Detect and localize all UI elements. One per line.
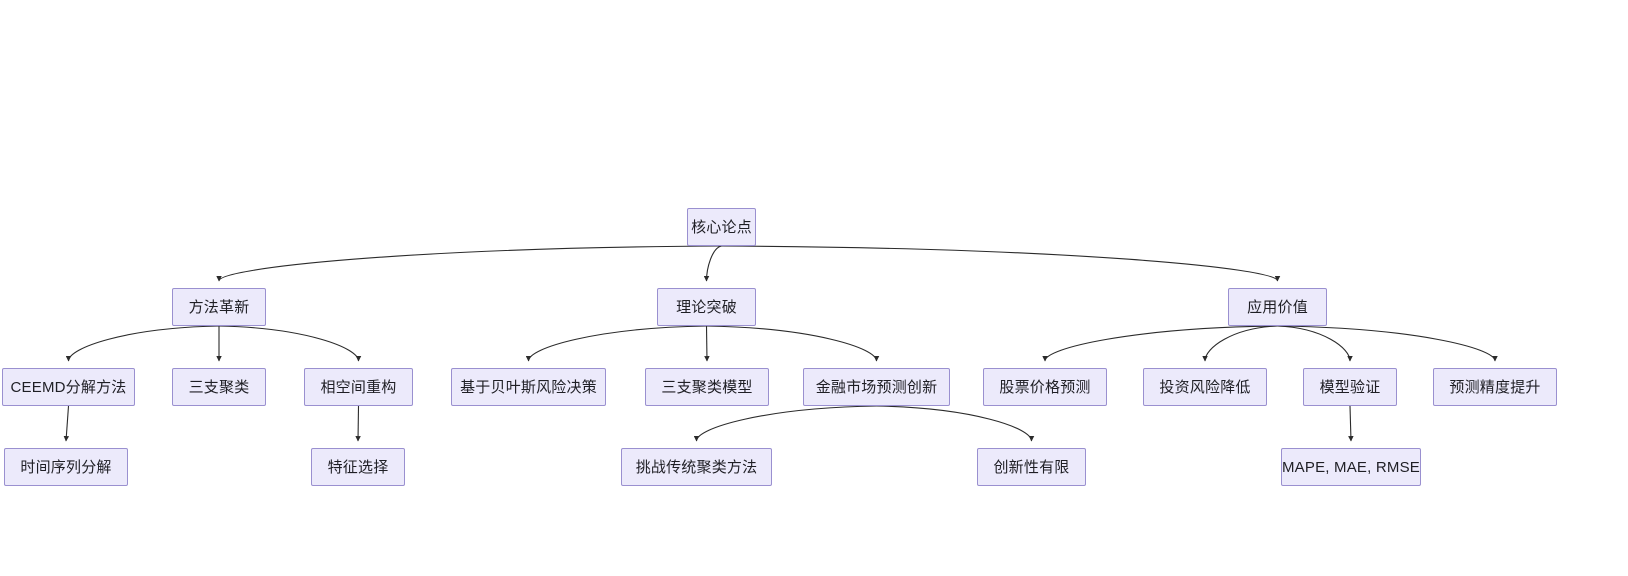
mindmap-node-label: 挑战传统聚类方法: [635, 458, 758, 476]
mindmap-node-l4a3[interactable]: 特征选择: [311, 448, 405, 486]
mindmap-node-l3c4[interactable]: 预测精度提升: [1433, 368, 1557, 406]
mindmap-node-l2b[interactable]: 理论突破: [657, 288, 756, 326]
edge-l2c-to-l3c1: [1042, 325, 1278, 362]
mindmap-node-label: 股票价格预测: [999, 378, 1091, 396]
mindmap-node-label: 方法革新: [188, 298, 250, 316]
edge-l2b-to-l3b1: [525, 325, 707, 362]
edge-l2a-to-l3a1: [65, 325, 220, 362]
mindmap-node-label: 预测精度提升: [1449, 378, 1541, 396]
mindmap-node-root[interactable]: 核心论点: [687, 208, 756, 246]
edge-l2b-to-l3b3: [706, 325, 880, 362]
mindmap-node-l4b3b[interactable]: 创新性有限: [977, 448, 1086, 486]
mindmap-node-l4c3[interactable]: MAPE, MAE, RMSE: [1281, 448, 1421, 486]
mindmap-node-label: 时间序列分解: [20, 458, 112, 476]
mindmap-node-l3c2[interactable]: 投资风险降低: [1143, 368, 1267, 406]
mindmap-node-l4a1[interactable]: 时间序列分解: [4, 448, 128, 486]
mindmap-node-label: 特征选择: [327, 458, 389, 476]
mindmap-node-label: MAPE, MAE, RMSE: [1281, 458, 1421, 476]
mindmap-node-label: 创新性有限: [993, 458, 1070, 476]
mindmap-node-label: 理论突破: [676, 298, 737, 316]
edge-l3a3-to-l4a3: [355, 405, 361, 442]
mindmap-node-l3a2[interactable]: 三支聚类: [172, 368, 266, 406]
mindmap-node-l3c1[interactable]: 股票价格预测: [983, 368, 1107, 406]
edge-l2c-to-l3c3: [1277, 325, 1353, 362]
edge-l3b3-to-l4b3a: [693, 405, 877, 442]
mindmap-node-l2a[interactable]: 方法革新: [172, 288, 266, 326]
mindmap-node-label: 核心论点: [691, 218, 752, 236]
mindmap-node-label: 三支聚类模型: [661, 378, 753, 396]
mindmap-node-label: 金融市场预测创新: [815, 378, 938, 396]
edge-l3c3-to-l4c3: [1348, 405, 1354, 442]
mindmap-node-label: 基于贝叶斯风险决策: [460, 378, 597, 396]
mindmap-node-label: 三支聚类: [188, 378, 250, 396]
mindmap-node-l2c[interactable]: 应用价值: [1228, 288, 1327, 326]
edge-l3a1-to-l4a1: [63, 405, 70, 442]
mindmap-node-l3b2[interactable]: 三支聚类模型: [645, 368, 769, 406]
edge-l3b3-to-l4b3b: [876, 405, 1035, 442]
mindmap-node-label: 应用价值: [1247, 298, 1308, 316]
edge-l2c-to-l3c2: [1202, 325, 1278, 362]
mindmap-node-l3b1[interactable]: 基于贝叶斯风险决策: [451, 368, 606, 406]
mindmap-node-label: 投资风险降低: [1159, 378, 1251, 396]
mindmap-node-l4b3a[interactable]: 挑战传统聚类方法: [621, 448, 772, 486]
edge-root-to-l2a: [216, 245, 722, 282]
mindmap-node-l3a3[interactable]: 相空间重构: [304, 368, 413, 406]
edge-l2a-to-l3a3: [218, 325, 362, 362]
mindmap-node-l3b3[interactable]: 金融市场预测创新: [803, 368, 950, 406]
edge-l2b-to-l3b2: [704, 325, 710, 362]
edge-l2c-to-l3c4: [1277, 325, 1498, 362]
edge-root-to-l2c: [721, 245, 1281, 282]
edge-root-to-l2b: [703, 245, 722, 282]
mindmap-node-l3c3[interactable]: 模型验证: [1303, 368, 1397, 406]
mindmap-node-label: 模型验证: [1319, 378, 1381, 396]
mindmap-node-label: 相空间重构: [320, 378, 397, 396]
mindmap-node-label: CEEMD分解方法: [10, 378, 127, 396]
mindmap-node-l3a1[interactable]: CEEMD分解方法: [2, 368, 135, 406]
